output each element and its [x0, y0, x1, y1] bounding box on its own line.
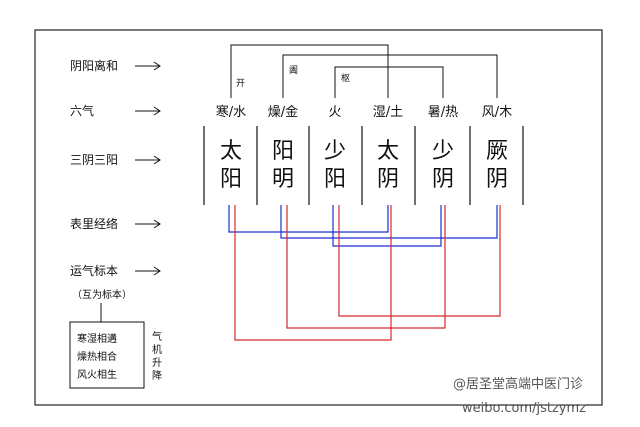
pivot-close: 阖: [289, 65, 298, 76]
side-char-3: 升: [152, 357, 162, 369]
pivot-open: 开: [236, 78, 245, 89]
watermark-line-1: @居圣堂高端中医门诊: [453, 376, 583, 392]
channel-2-bottom: 明: [272, 167, 294, 192]
label-yinyang: 阴阳离和: [70, 58, 118, 73]
qi-label-5: 暑/热: [428, 105, 458, 120]
qi-label-3: 火: [328, 105, 341, 120]
channel-5-top: 少: [432, 139, 454, 164]
side-char-4: 降: [152, 369, 162, 382]
relation-box: [69, 321, 145, 389]
side-char-2: 机: [152, 343, 162, 356]
label-yunqi-note: （互为标本）: [72, 288, 132, 301]
qi-label-4: 湿/土: [373, 105, 403, 120]
yunqi-lines: [234, 205, 501, 341]
channel-4-bottom: 阴: [377, 167, 399, 192]
channel-3-top: 少: [324, 139, 346, 164]
qi-label-2: 燥/金: [268, 104, 298, 120]
side-char-1: 气: [152, 330, 162, 343]
channel-2-top: 阳: [272, 139, 294, 164]
label-biaoli: 表里经络: [70, 216, 118, 231]
box-line-3: 风火相生: [77, 368, 117, 381]
pairing-lines: [230, 44, 498, 98]
biaoli-lines: [228, 205, 498, 247]
channel-1-bottom: 阳: [220, 167, 242, 192]
arrow-biaoli: [135, 219, 161, 229]
arrow-yunqi: [135, 266, 161, 276]
channel-6-top: 厥: [486, 139, 508, 164]
watermark-line-2: weibo.com/jstzymz: [462, 401, 586, 416]
box-line-1: 寒湿相遘: [77, 332, 117, 345]
channel-4-top: 太: [377, 139, 399, 164]
pivot-hinge: 枢: [341, 72, 350, 84]
channel-3-bottom: 阳: [324, 167, 346, 192]
qi-label-6: 风/木: [482, 105, 512, 120]
label-sanyin: 三阴三阳: [70, 153, 118, 167]
channel-1-top: 太: [220, 139, 242, 164]
channel-dividers: [203, 126, 524, 205]
channel-5-bottom: 阴: [432, 167, 454, 192]
arrow-sanyin: [135, 155, 161, 165]
arrow-yinyang: [135, 61, 161, 71]
channel-6-bottom: 阴: [486, 167, 508, 192]
diagram-frame: [34, 29, 603, 406]
box-line-2: 燥热相合: [77, 350, 117, 363]
label-liuqi: 六气: [70, 103, 94, 118]
qi-label-1: 寒/水: [216, 104, 246, 120]
arrow-liuqi: [135, 106, 161, 116]
label-yunqi: 运气标本: [70, 263, 118, 278]
